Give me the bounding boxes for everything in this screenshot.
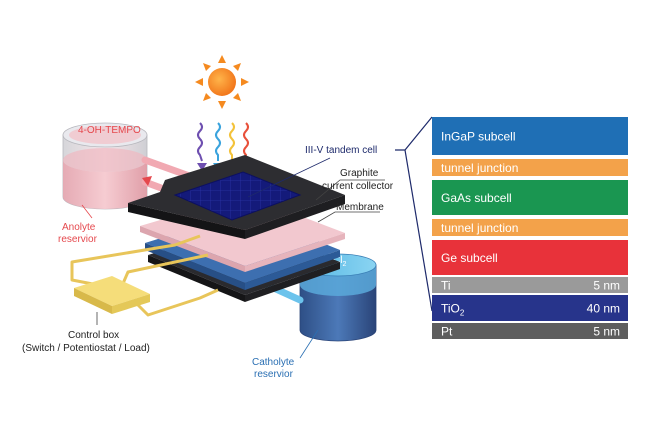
catholyte-label-2: reservior	[254, 369, 294, 380]
stack-layer-name: Ge subcell	[441, 251, 498, 265]
stack-layer-thickness: 5 nm	[593, 279, 620, 293]
stack-layer	[432, 323, 628, 339]
membrane-label: Membrane	[336, 202, 384, 213]
control-box-sublabel: (Switch / Potentiostat / Load)	[22, 343, 150, 354]
sun-icon	[195, 55, 249, 109]
stack-layer	[432, 117, 628, 155]
stack-bracket	[395, 116, 433, 312]
stack-layer	[432, 240, 628, 275]
stack-layer-name: GaAs subcell	[441, 191, 512, 205]
control-box-label: Control box	[68, 330, 119, 341]
callout-lines	[81, 157, 385, 359]
cell-stack	[128, 155, 345, 302]
stack-layer	[432, 295, 628, 321]
stack-layer-name: Ti	[441, 279, 451, 293]
graphite-label-1: Graphite	[340, 168, 379, 179]
stack-layer	[432, 277, 628, 293]
stack-layer	[432, 159, 628, 176]
stack-layer-name: tunnel junction	[441, 161, 518, 175]
stack-layer	[432, 180, 628, 215]
stack-layer	[432, 219, 628, 236]
stack-layer-name: TiO2	[441, 302, 465, 318]
anolyte-reservoir: 4-OH-TEMPO	[62, 122, 148, 210]
solar-cell	[173, 171, 302, 221]
tandem-cell-label: III-V tandem cell	[305, 145, 377, 156]
stack-layer-thickness: 5 nm	[593, 325, 620, 339]
anolyte-label-1: Anolyte	[62, 222, 96, 233]
stack-layer-name: Pt	[441, 325, 453, 339]
stack-layer-name: InGaP subcell	[441, 130, 516, 144]
control-box	[74, 276, 150, 314]
anolyte-top-label: 4-OH-TEMPO	[78, 125, 141, 136]
catholyte-label-1: Catholyte	[252, 357, 295, 368]
stack-layer-thickness: 40 nm	[587, 302, 620, 316]
anolyte-label-2: reservior	[58, 234, 98, 245]
graphite-label-2: current collector	[322, 181, 394, 192]
stack-layer-name: tunnel junction	[441, 221, 518, 235]
